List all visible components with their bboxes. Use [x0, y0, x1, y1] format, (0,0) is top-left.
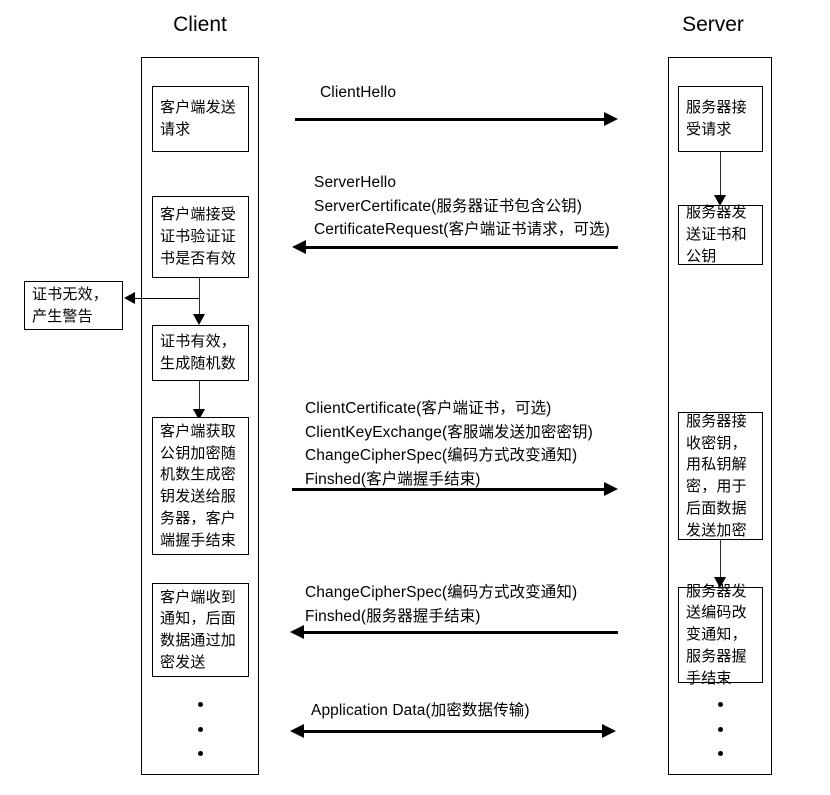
- node-client-cert-valid-label: 证书有效，生成随机数: [160, 333, 237, 372]
- message-arrowhead-server-hello-group: [292, 240, 306, 254]
- node-client-cert-valid: 证书有效，生成随机数: [152, 325, 249, 381]
- node-server-send-changecipher-label: 服务器发送编码改变通知，服务器握手结束: [686, 582, 747, 687]
- lifeline-client: [141, 57, 259, 775]
- message-arrow-application-data: [303, 730, 603, 733]
- connector-receivekey-to-changecipher-arrowhead: [714, 577, 726, 588]
- message-arrowhead-application-data-left: [290, 724, 304, 738]
- message-arrowhead-server-changecipher-group: [290, 625, 304, 639]
- node-server-send-changecipher: 服务器发送编码改变通知，服务器握手结束: [678, 583, 763, 687]
- connector-accept-to-sendcert-line: [720, 152, 721, 198]
- connector-valid-to-encrypt-arrowhead: [193, 409, 205, 420]
- actor-title-client: Client: [173, 13, 227, 36]
- message-arrowhead-client-key-exchange-group: [604, 482, 618, 496]
- node-client-cert-invalid: 证书无效，产生警告: [24, 281, 123, 330]
- connector-valid-to-encrypt-line: [199, 381, 200, 412]
- message-arrow-server-hello-group: [305, 246, 618, 249]
- ellipsis-dot: [717, 726, 723, 732]
- message-label-server-changecipher-group: ChangeCipherSpec(编码方式改变通知) Finshed(服务器握手…: [305, 584, 578, 625]
- node-server-accept-request-label: 服务器接受请求: [686, 99, 747, 138]
- node-server-send-cert-label: 服务器发送证书和公钥: [686, 204, 747, 265]
- connector-accept-to-sendcert-arrowhead: [714, 195, 726, 206]
- node-client-encrypt-key-label: 客户端获取公钥加密随机数生成密钥发送给服务器，客户端握手结束: [160, 422, 237, 549]
- actor-title-server: Server: [682, 13, 744, 36]
- message-arrow-server-changecipher-group: [303, 631, 618, 634]
- message-arrow-client-key-exchange-group: [292, 488, 605, 491]
- branch-to-warning-arrowhead: [124, 292, 135, 304]
- node-client-cert-invalid-label: 证书无效，产生警告: [32, 285, 109, 325]
- connector-receivekey-to-changecipher-line: [720, 540, 721, 580]
- message-label-server-hello-group: ServerHello ServerCertificate(服务器证书包含公钥)…: [314, 174, 610, 239]
- message-label-client-hello: ClientHello: [320, 84, 397, 101]
- message-label-application-data: Application Data(加密数据传输): [311, 702, 530, 719]
- node-client-received-notice-label: 客户端收到通知，后面数据通过加密发送: [160, 588, 237, 671]
- node-server-receive-key-label: 服务器接收密钥，用私钥解密，用于后面数据发送加密: [686, 412, 747, 539]
- lifeline-server: [668, 57, 772, 775]
- client-ellipsis-dots: [197, 702, 203, 756]
- server-ellipsis-dots: [717, 702, 723, 756]
- message-label-client-key-exchange-group: ClientCertificate(客户端证书，可选) ClientKeyExc…: [305, 400, 593, 488]
- node-client-verify-cert-label: 客户端接受证书验证证书是否有效: [160, 206, 237, 267]
- ellipsis-dot: [717, 702, 723, 707]
- node-client-verify-cert: 客户端接受证书验证证书是否有效: [152, 196, 249, 278]
- message-arrowhead-application-data-right: [602, 724, 616, 738]
- ellipsis-dot: [197, 726, 203, 732]
- message-arrowhead-client-hello: [604, 112, 618, 126]
- node-client-encrypt-key: 客户端获取公钥加密随机数生成密钥发送给服务器，客户端握手结束: [152, 417, 249, 555]
- connector-verify-to-valid-arrowhead: [193, 314, 205, 325]
- node-server-accept-request: 服务器接受请求: [678, 86, 763, 152]
- ellipsis-dot: [197, 751, 203, 756]
- ellipsis-dot: [197, 702, 203, 707]
- node-client-send-request-label: 客户端发送请求: [160, 99, 237, 138]
- node-client-received-notice: 客户端收到通知，后面数据通过加密发送: [152, 583, 249, 677]
- node-client-send-request: 客户端发送请求: [152, 86, 249, 152]
- connector-verify-to-valid-line: [199, 278, 200, 316]
- branch-to-warning-line: [135, 298, 200, 299]
- message-arrow-client-hello: [295, 118, 605, 121]
- node-server-receive-key: 服务器接收密钥，用私钥解密，用于后面数据发送加密: [678, 412, 763, 540]
- node-server-send-cert: 服务器发送证书和公钥: [678, 204, 763, 265]
- ellipsis-dot: [717, 751, 723, 756]
